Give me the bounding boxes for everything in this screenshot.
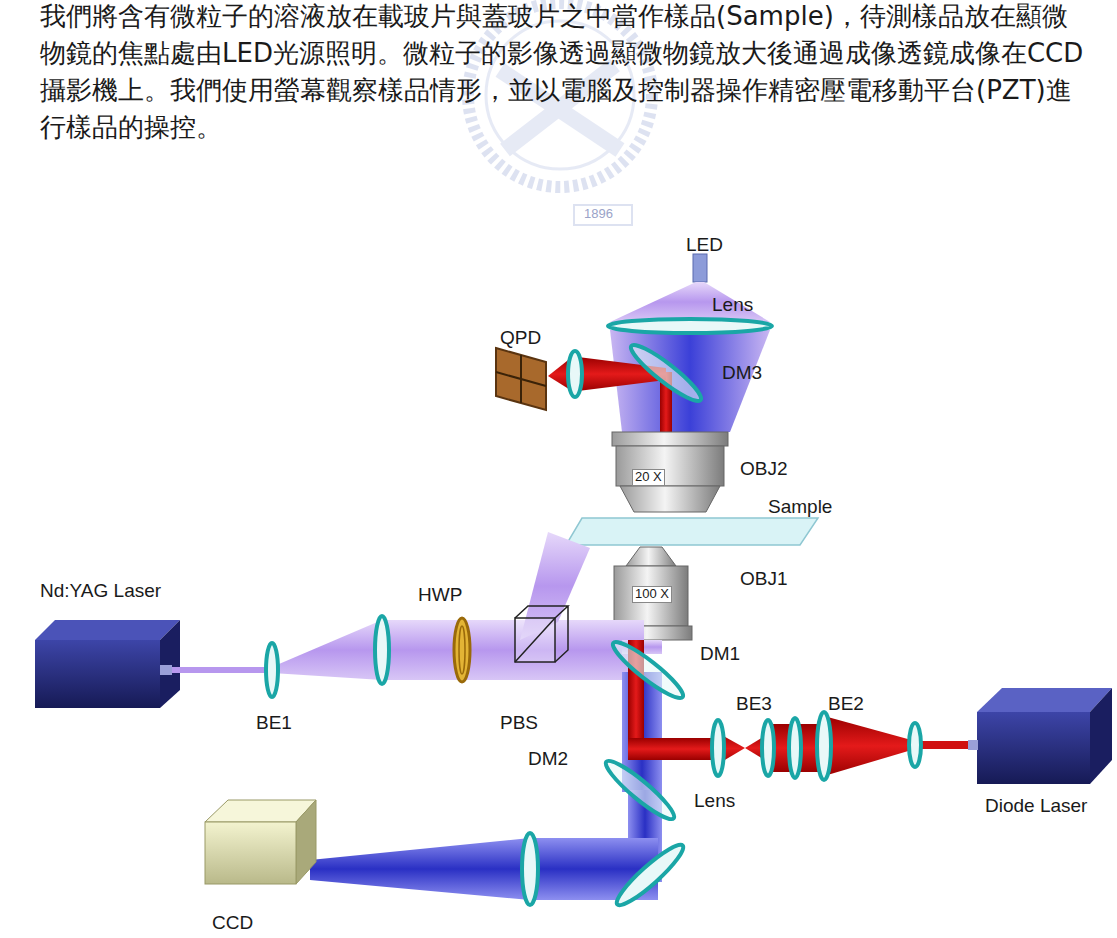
watermark-year: 1896: [584, 207, 613, 222]
quadrant-photodiode: [496, 348, 546, 410]
component-label: PBS: [500, 712, 538, 734]
trap-beam: [172, 667, 272, 673]
led-source: [693, 254, 707, 282]
diode-laser: [968, 740, 978, 750]
objective-lens: [620, 486, 720, 512]
lens: [522, 712, 921, 905]
diode-laser: [968, 688, 1112, 784]
watermark-logo: [468, 3, 652, 225]
quadrant-photodiode: [496, 348, 546, 410]
component-label: DM2: [528, 748, 568, 770]
diode-beam: [824, 716, 915, 776]
lens: [568, 351, 582, 397]
component-label: CCD: [212, 912, 253, 934]
objective-lens: [612, 432, 728, 512]
objective-lens: [612, 432, 728, 446]
trap-laser: [35, 620, 180, 708]
trap-beam: [382, 620, 644, 680]
lens: [909, 723, 921, 767]
component-label: Sample: [768, 496, 832, 518]
led-beam: [610, 282, 770, 432]
component-label: OBJ2: [740, 458, 788, 480]
objective-lens: [614, 566, 688, 626]
ccd-camera: [205, 822, 296, 884]
sample-slide: [566, 518, 818, 545]
half-wave-plate: [459, 626, 465, 674]
lens: [762, 720, 774, 776]
dichroic-mirror: [608, 636, 688, 704]
diode-laser: [977, 688, 1112, 712]
component-label: OBJ1: [740, 568, 788, 590]
led-source: [693, 254, 707, 282]
diode-beam: [915, 741, 977, 749]
lens: [608, 319, 772, 333]
polarizing-beam-splitter: [515, 606, 568, 662]
component-label: HWP: [418, 584, 462, 606]
trap-beam: [172, 532, 662, 680]
watermark-logo: [574, 205, 632, 225]
lens: [266, 643, 278, 697]
component-label: LED: [686, 234, 723, 256]
lens: [712, 720, 724, 776]
component-label: QPD: [500, 327, 541, 349]
lens: [522, 833, 538, 905]
diode-beam: [628, 738, 718, 760]
lens: [568, 351, 582, 397]
component-label: Diode Laser: [985, 795, 1087, 817]
dichroic-mirror: [626, 339, 706, 407]
lens: [789, 718, 801, 778]
component-label: BE3: [736, 693, 772, 715]
polarizing-beam-splitter: [515, 606, 568, 662]
half-wave-plate: [454, 618, 470, 682]
dichroic-mirror: [601, 636, 689, 825]
dichroic-mirror: [601, 755, 680, 825]
mirror: [611, 839, 688, 911]
trap-laser: [35, 640, 160, 708]
ccd-camera: [296, 800, 316, 884]
lens: [817, 712, 831, 780]
imaging-beam: [310, 838, 530, 900]
trap-laser: [35, 620, 180, 640]
diode-laser: [1090, 688, 1112, 784]
component-label: Lens: [712, 294, 753, 316]
component-label: Lens: [694, 790, 735, 812]
quadrant-photodiode: [496, 355, 546, 403]
component-label: DM1: [700, 643, 740, 665]
lens: [266, 616, 389, 697]
sample-slide: [566, 518, 818, 545]
diode-laser: [977, 712, 1090, 784]
trap-laser: [160, 620, 180, 708]
component-label: BE2: [828, 693, 864, 715]
lens: [608, 319, 772, 333]
trap-beam: [272, 620, 382, 680]
objective-lens: [626, 547, 676, 566]
magnification-label: 100 X: [632, 586, 672, 603]
component-label: Nd:YAG Laser: [40, 580, 161, 602]
objective-lens: [616, 446, 724, 486]
half-wave-plate: [454, 618, 470, 682]
led-beam: [610, 282, 770, 322]
component-label: DM3: [722, 362, 762, 384]
dichroic-mirror: [626, 339, 706, 407]
magnification-label: 20 X: [632, 469, 665, 486]
imaging-beam: [310, 672, 662, 900]
trap-laser: [160, 665, 172, 675]
lens: [375, 616, 389, 684]
ccd-camera: [205, 800, 316, 884]
component-label: BE1: [256, 712, 292, 734]
body-paragraph: 我們將含有微粒子的溶液放在載玻片與蓋玻片之中當作樣品(Sample)，待測樣品放…: [40, 0, 1090, 146]
mirror: [611, 839, 688, 911]
